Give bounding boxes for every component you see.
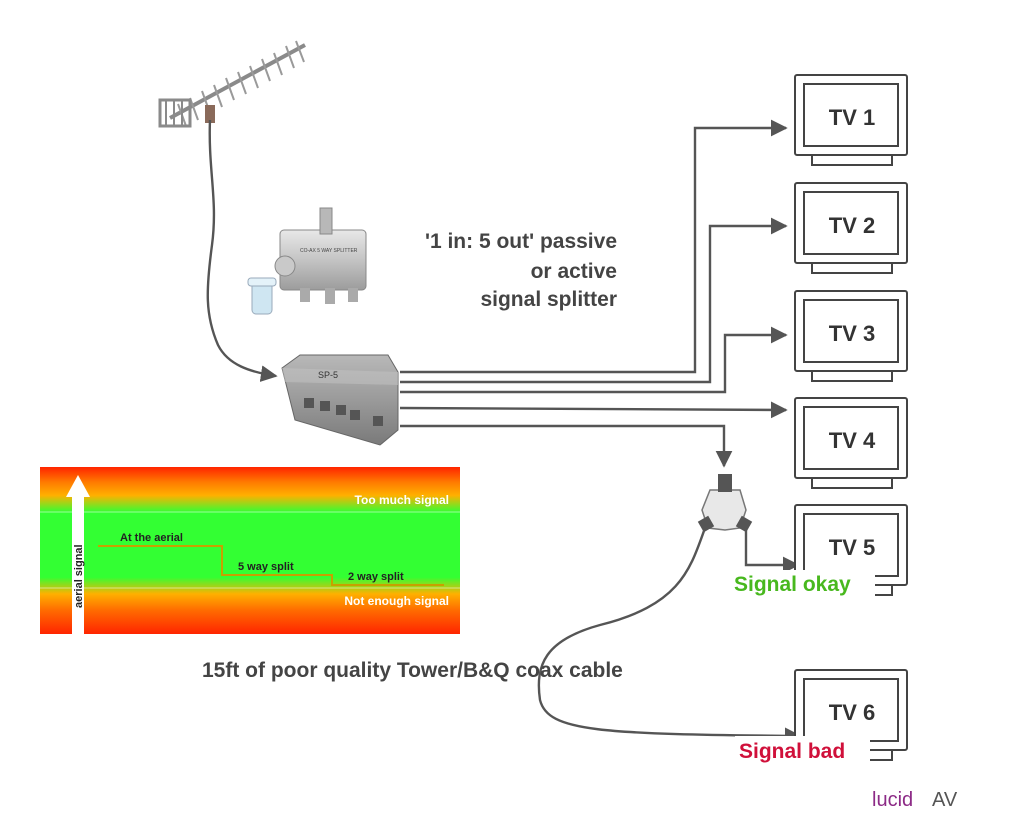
- cable-label: 15ft of poor quality Tower/B&Q coax cabl…: [202, 659, 623, 682]
- zone-bottom-label: Not enough signal: [344, 594, 449, 608]
- step-label-5way: 5 way split: [238, 561, 294, 573]
- zone-top-label: Too much signal: [355, 493, 449, 507]
- step-label-aerial: At the aerial: [120, 532, 183, 544]
- splitter-box-text: SP-5: [318, 370, 338, 380]
- aerial-antenna: [158, 40, 306, 128]
- splitter-box: SP-5: [281, 354, 399, 446]
- cables: [206, 119, 802, 745]
- splitter-label-line2: or active: [531, 260, 617, 283]
- tv-4: TV 4: [794, 397, 908, 489]
- status-bad: Signal bad: [739, 740, 845, 763]
- tv-2-label: TV 2: [829, 213, 875, 238]
- splitter-label-line3: signal splitter: [480, 288, 617, 311]
- brand-name-1: lucid: [872, 789, 913, 811]
- status-okay-bg: [730, 570, 875, 596]
- step-label-2way: 2 way split: [348, 571, 404, 583]
- tv-5: TV 5: [794, 504, 908, 596]
- tv-3-label: TV 3: [829, 321, 875, 346]
- axis-arrow-icon: [66, 475, 90, 497]
- tv-5-label: TV 5: [829, 535, 875, 560]
- tv-3: TV 3: [794, 290, 908, 382]
- brand-name-2: AV: [932, 789, 958, 811]
- status-okay: Signal okay: [734, 573, 851, 596]
- brand-logo: lucid AV: [872, 789, 958, 811]
- tv-4-label: TV 4: [829, 428, 876, 453]
- tv-1: TV 1: [794, 74, 908, 166]
- small-splitter-text: CO-AX 5 WAY SPLITTER: [300, 248, 358, 254]
- product-photo-splitter: CO-AX 5 WAY SPLITTER: [247, 207, 367, 315]
- tv-1-label: TV 1: [829, 105, 875, 130]
- axis-label: aerial signal: [73, 544, 85, 608]
- y-splitter: [697, 474, 753, 533]
- signal-level-chart: aerial signal Too much signal Not enough…: [40, 467, 460, 634]
- signal-step-line: [98, 545, 444, 586]
- tv-6-label: TV 6: [829, 700, 875, 725]
- splitter-label-line1: '1 in: 5 out' passive: [425, 230, 617, 253]
- tv-2: TV 2: [794, 182, 908, 274]
- status-bad-bg: [735, 736, 870, 762]
